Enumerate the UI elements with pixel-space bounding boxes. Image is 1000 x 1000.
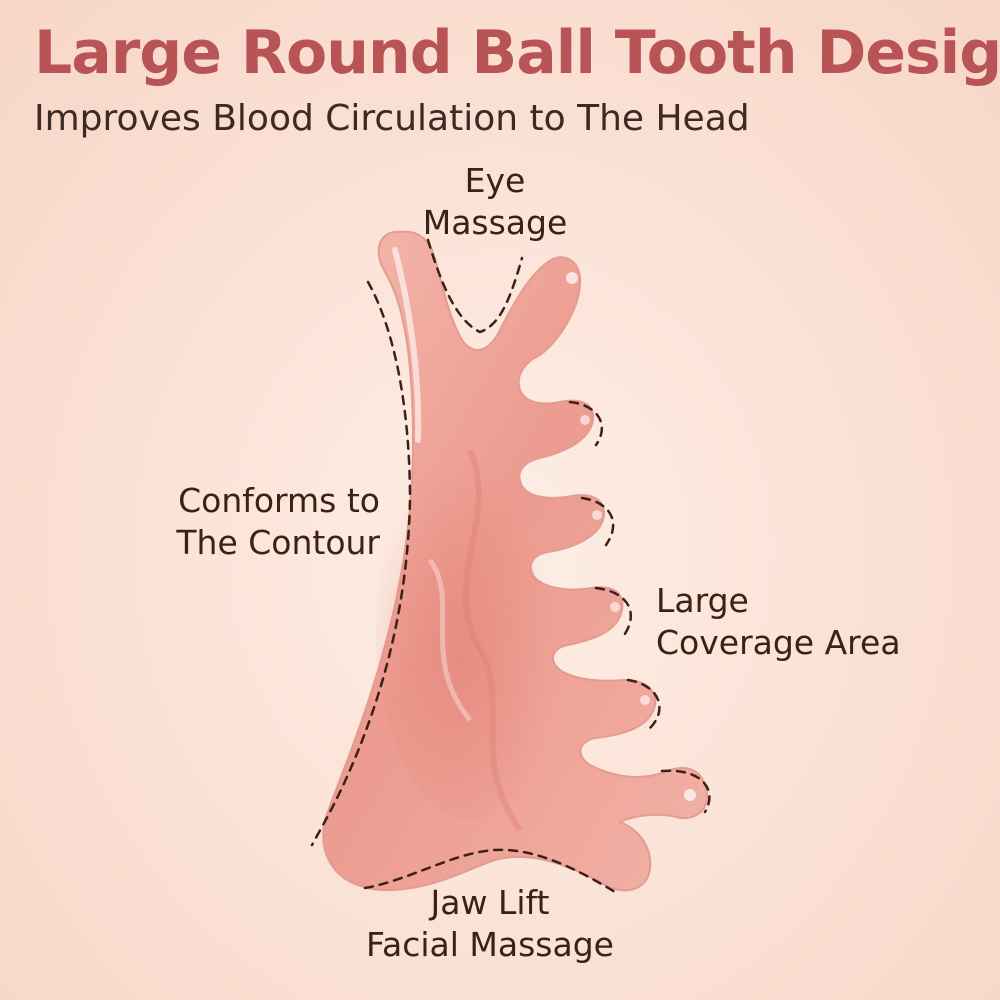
- tooth-dash-4: [626, 678, 661, 730]
- tooth-dash-5: [660, 769, 711, 814]
- tooth-highlight: [592, 510, 602, 520]
- callout-jaw-line2: Facial Massage: [366, 925, 614, 965]
- tooth-dash-1: [568, 400, 603, 447]
- contour-dash: [310, 280, 412, 847]
- tool-marble-vein: [427, 558, 472, 722]
- tool-highlight: [392, 247, 422, 443]
- callout-dashes: [310, 238, 711, 894]
- tooth-highlight: [580, 415, 590, 425]
- page-subtitle: Improves Blood Circulation to The Head: [34, 98, 750, 139]
- tooth-highlight: [610, 602, 620, 612]
- page-title: Large Round Ball Tooth Design: [34, 18, 1000, 88]
- callout-coverage-line2: Coverage Area: [656, 623, 901, 663]
- eye-dash: [426, 238, 524, 334]
- tool-marble-vein: [462, 448, 523, 832]
- tool-marble-swirl: [375, 420, 565, 820]
- callout-coverage-line1: Large: [656, 581, 749, 620]
- callout-jaw-lift: Jaw Lift Facial Massage: [340, 882, 640, 966]
- callout-eye-massage: Eye Massage: [420, 160, 570, 244]
- callout-jaw-line1: Jaw Lift: [430, 883, 550, 922]
- callout-eye-line1: Eye: [464, 161, 526, 200]
- callout-large-coverage: Large Coverage Area: [656, 580, 956, 664]
- callout-conforms-contour: Conforms to The Contour: [150, 480, 380, 564]
- callout-contour-line1: Conforms to: [178, 481, 380, 520]
- callout-eye-line2: Massage: [422, 203, 568, 243]
- tooth-dash-2: [580, 496, 615, 547]
- tooth-dash-3: [594, 586, 632, 640]
- gua-sha-tool: [322, 230, 708, 892]
- tooth-highlight: [684, 789, 696, 801]
- tooth-highlight: [640, 695, 650, 705]
- jaw-dash: [363, 848, 617, 894]
- callout-contour-line2: The Contour: [176, 523, 380, 563]
- tooth-highlight: [566, 272, 578, 284]
